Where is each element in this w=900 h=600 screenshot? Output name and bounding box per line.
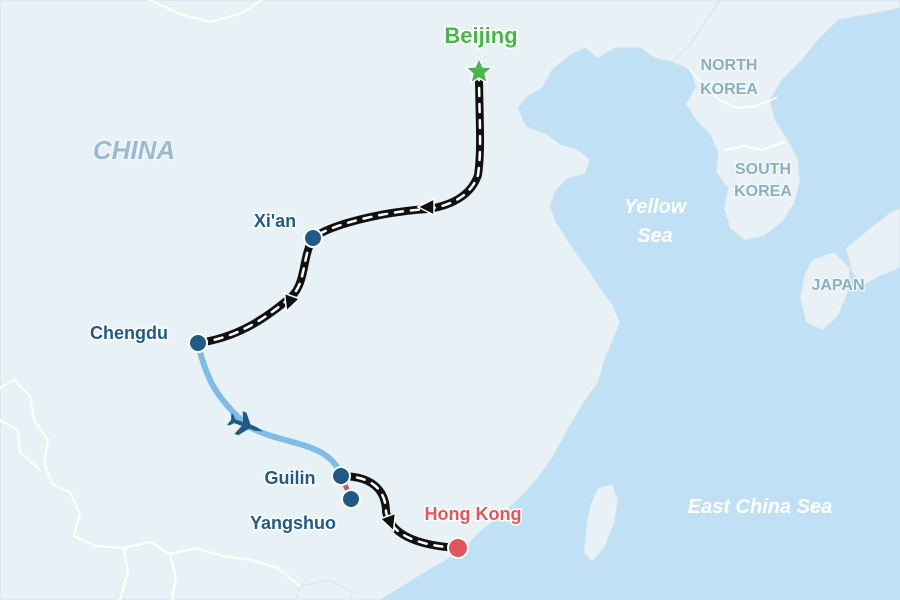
beijing-star-icon <box>463 56 495 85</box>
sea-label-east-china: East China Sea <box>688 496 833 518</box>
city-markers <box>188 56 495 559</box>
airplane-icon <box>227 411 264 436</box>
city-label-xian: Xi'an <box>254 211 296 231</box>
city-label-chengdu: Chengdu <box>90 323 168 343</box>
guilin-marker <box>331 466 351 486</box>
city-label-guilin: Guilin <box>265 468 316 488</box>
korean-peninsula <box>671 0 900 241</box>
country-label-south-korea-2: KOREA <box>734 183 792 200</box>
country-label-south-korea-1: SOUTH <box>735 161 791 178</box>
yangshuo-marker <box>341 489 361 509</box>
country-label-north-korea-1: NORTH <box>701 57 758 74</box>
japan-honshu <box>845 207 900 287</box>
hainan <box>295 579 353 600</box>
hong-kong-marker <box>447 537 469 559</box>
arrow-icon <box>416 197 435 217</box>
xian-marker <box>303 228 323 248</box>
mainland-china <box>0 0 721 600</box>
country-label-north-korea-2: KOREA <box>700 81 758 98</box>
sea-label-yellow-1: Yellow <box>624 196 688 218</box>
city-label-beijing: Beijing <box>444 23 517 48</box>
sea-labels: Yellow Sea East China Sea <box>624 196 833 518</box>
city-label-yangshuo: Yangshuo <box>250 513 336 533</box>
taiwan <box>583 483 619 563</box>
direction-arrows <box>283 197 435 533</box>
chengdu-marker <box>188 333 208 353</box>
arrow-icon <box>283 292 301 313</box>
city-label-hong-kong: Hong Kong <box>425 504 522 524</box>
city-labels: Beijing Xi'an Chengdu Guilin Yangshuo Ho… <box>89 22 523 535</box>
country-label-china: CHINA <box>93 135 175 165</box>
arrow-icon <box>379 512 397 533</box>
sea-label-yellow-2: Sea <box>637 225 673 247</box>
country-label-japan: JAPAN <box>811 277 864 294</box>
borders <box>0 0 785 600</box>
japan-kyushu <box>799 251 851 331</box>
country-labels: CHINA NORTH KOREA SOUTH KOREA JAPAN <box>92 56 866 296</box>
